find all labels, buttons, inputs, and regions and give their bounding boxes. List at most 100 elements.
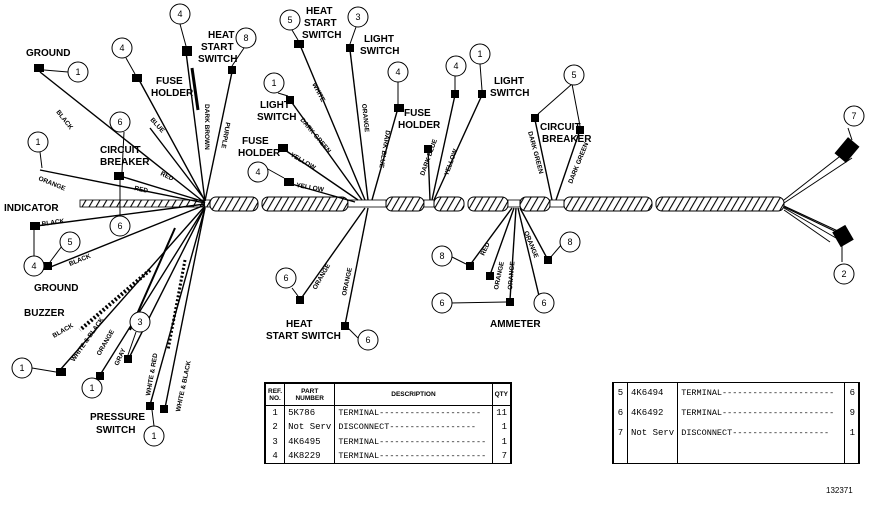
callout-4-right: 4 bbox=[445, 55, 467, 90]
svg-text:1: 1 bbox=[477, 49, 482, 59]
wire-label-yellow-3: YELLOW bbox=[443, 147, 459, 176]
callout-6-heat-bottom-b: 6 bbox=[345, 325, 379, 351]
label-buzzer: BUZZER bbox=[24, 308, 65, 319]
callout-3-light: 3 bbox=[347, 6, 369, 45]
callout-5-ground: 5 bbox=[49, 231, 81, 263]
left-wire-sleeves bbox=[78, 67, 200, 351]
label-fuse-holder-mid-2: HOLDER bbox=[238, 148, 281, 159]
callout-4-fuse-mid-top: 4 bbox=[387, 61, 409, 104]
callout-1-pressure-b: 1 bbox=[143, 409, 165, 447]
mid-wires bbox=[281, 44, 581, 326]
svg-text:5: 5 bbox=[571, 70, 576, 80]
figure-id: 132371 bbox=[826, 486, 853, 495]
callout-3-pressure: 3 bbox=[127, 311, 151, 356]
wire-label-black-2: BLACK bbox=[41, 218, 65, 228]
wire-label-black: BLACK bbox=[54, 109, 74, 131]
svg-text:1: 1 bbox=[151, 431, 156, 441]
label-fuse-holder-top: FUSE bbox=[156, 76, 183, 87]
label-circuit-breaker-left: CIRCUIT bbox=[100, 145, 141, 156]
wire-label-dark-green-3: DARK GREEN bbox=[567, 141, 590, 184]
label-fuse-holder-top-2: HOLDER bbox=[151, 88, 194, 99]
callout-7: 7 bbox=[843, 105, 865, 127]
wire-label-orange: ORANGE bbox=[37, 175, 67, 192]
callout-6-breaker: 6 bbox=[109, 111, 131, 173]
terminals bbox=[30, 40, 584, 413]
svg-text:6: 6 bbox=[541, 298, 546, 308]
callout-4-fuse-mid: 4 bbox=[247, 161, 285, 183]
callout-4-indicator: 4 bbox=[23, 230, 45, 277]
svg-text:6: 6 bbox=[365, 335, 370, 345]
right-fanout bbox=[783, 127, 860, 262]
label-fuse-holder-right: FUSE bbox=[404, 108, 431, 119]
callout-1-indicator: 1 bbox=[27, 131, 49, 169]
wire-label-yellow-2: YELLOW bbox=[296, 182, 325, 194]
svg-text:4: 4 bbox=[395, 67, 400, 77]
label-fuse-holder-mid: FUSE bbox=[242, 136, 269, 147]
label-light-switch-right: LIGHT bbox=[494, 76, 524, 87]
wire-label-white: WHITE bbox=[310, 82, 326, 104]
svg-text:6: 6 bbox=[439, 298, 444, 308]
wire-label-yellow: YELLOW bbox=[289, 152, 317, 172]
svg-text:4: 4 bbox=[119, 43, 124, 53]
left-wires bbox=[35, 51, 233, 409]
wire-label-red-3: RED bbox=[479, 241, 491, 257]
label-heat-start-b-2: START bbox=[304, 18, 337, 29]
label-pressure-switch: PRESSURE bbox=[90, 412, 145, 423]
label-fuse-holder-right-2: HOLDER bbox=[398, 120, 441, 131]
wire-label-orange-7: ORANGE bbox=[522, 230, 539, 260]
callouts: 1 4 4 8 6 1 6 5 4 1 1 3 1 5 3 1 4 4 4 1 … bbox=[11, 3, 865, 447]
header-qty: QTY bbox=[491, 383, 512, 406]
svg-text:8: 8 bbox=[567, 237, 572, 247]
header-description: DESCRIPTION bbox=[334, 383, 493, 406]
label-ground-top: GROUND bbox=[26, 48, 70, 59]
callout-1-ground: 1 bbox=[43, 61, 89, 83]
label-circuit-breaker-right-2: BREAKER bbox=[542, 134, 592, 145]
wire-label-dark-blue: DARK BLUE bbox=[377, 130, 391, 170]
component-labels: GROUND INDICATOR GROUND BUZZER PRESSURE … bbox=[4, 6, 592, 436]
callout-1-pressure-a: 1 bbox=[81, 375, 103, 399]
wire-label-black-4: BLACK bbox=[52, 322, 75, 340]
callout-8-ammeter-left: 8 bbox=[431, 245, 467, 267]
header-ref-no: REF. NO. bbox=[264, 383, 286, 406]
label-circuit-breaker-left-2: BREAKER bbox=[100, 157, 150, 168]
callout-6-ammeter-right: 6 bbox=[533, 292, 555, 314]
wire-label-white-red: WHITE & RED bbox=[145, 353, 159, 397]
callout-6-heat-bottom: 6 bbox=[275, 267, 299, 297]
label-indicator: INDICATOR bbox=[4, 203, 59, 214]
svg-text:3: 3 bbox=[355, 12, 360, 22]
label-heat-start-a-2: START bbox=[201, 42, 234, 53]
label-light-switch-left-2: SWITCH bbox=[257, 112, 296, 123]
svg-text:1: 1 bbox=[89, 383, 94, 393]
svg-text:4: 4 bbox=[31, 261, 36, 271]
wire-label-orange-5: ORANGE bbox=[493, 260, 506, 290]
label-light-switch-right-2: SWITCH bbox=[490, 88, 529, 99]
label-heat-start-b-3: SWITCH bbox=[302, 30, 341, 41]
svg-text:6: 6 bbox=[283, 273, 288, 283]
callout-6-mid: 6 bbox=[109, 180, 131, 237]
svg-text:4: 4 bbox=[255, 167, 260, 177]
callout-4-top: 4 bbox=[169, 3, 191, 47]
callout-1-buzzer: 1 bbox=[11, 357, 57, 379]
svg-text:1: 1 bbox=[35, 137, 40, 147]
label-pressure-switch-2: SWITCH bbox=[96, 425, 135, 436]
svg-text:1: 1 bbox=[271, 78, 276, 88]
callout-8-ammeter-right: 8 bbox=[549, 231, 581, 259]
label-ammeter: AMMETER bbox=[490, 319, 541, 330]
callout-5-heat-b: 5 bbox=[279, 9, 301, 41]
callout-1-light-left: 1 bbox=[263, 72, 289, 97]
wire-label-purple: PURPLE bbox=[219, 122, 231, 150]
svg-text:8: 8 bbox=[243, 33, 248, 43]
label-heat-start-bottom-2: START SWITCH bbox=[266, 331, 341, 342]
callout-2: 2 bbox=[833, 263, 855, 285]
svg-text:4: 4 bbox=[453, 61, 458, 71]
